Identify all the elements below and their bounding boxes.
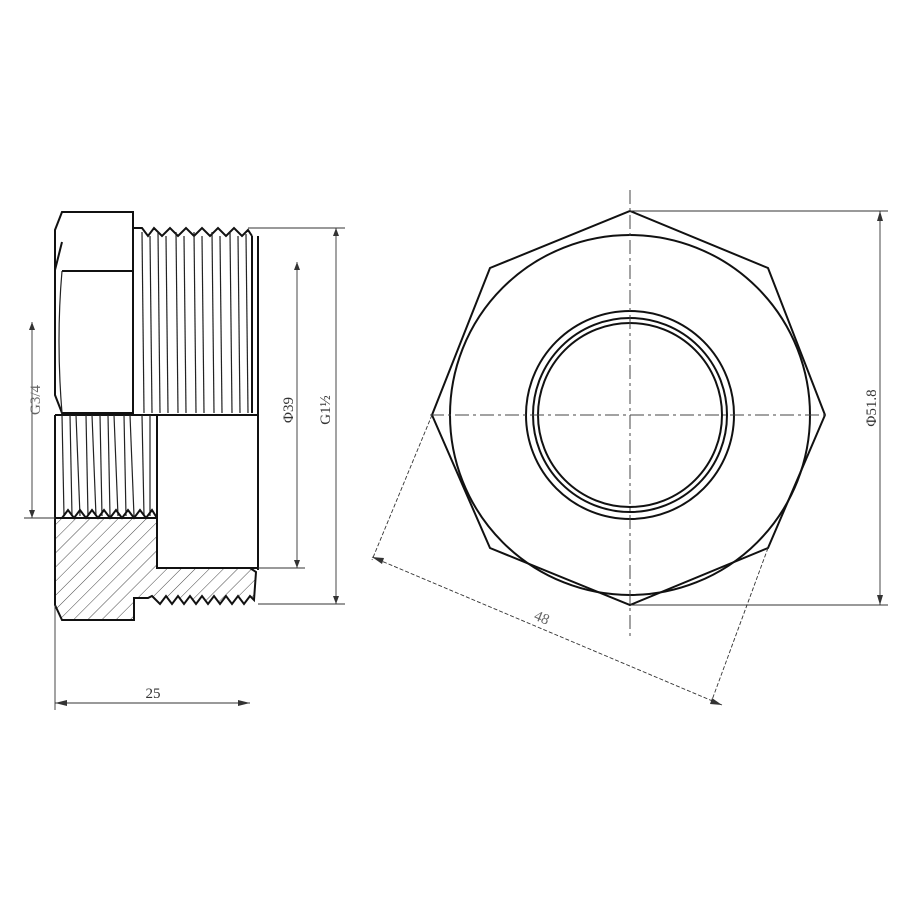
bore-diameter-label: Φ39 [281, 397, 297, 423]
side-dimensions: G3/4 Φ39 G1½ 25 [24, 227, 345, 710]
outer-thread-top [132, 226, 259, 570]
hex-head-outline [54, 211, 134, 414]
front-dimensions: Φ51.8 48 [371, 210, 888, 706]
hex-outline [430, 209, 827, 607]
across-corners-label: Φ51.8 [864, 389, 880, 426]
g112-label: G1½ [318, 395, 334, 425]
section-hatch [54, 517, 258, 621]
length-label: 25 [146, 686, 161, 702]
front-view [430, 190, 830, 640]
side-section-view [54, 211, 259, 621]
across-flats-label: 48 [532, 608, 552, 629]
g34-label: G3/4 [28, 385, 44, 416]
